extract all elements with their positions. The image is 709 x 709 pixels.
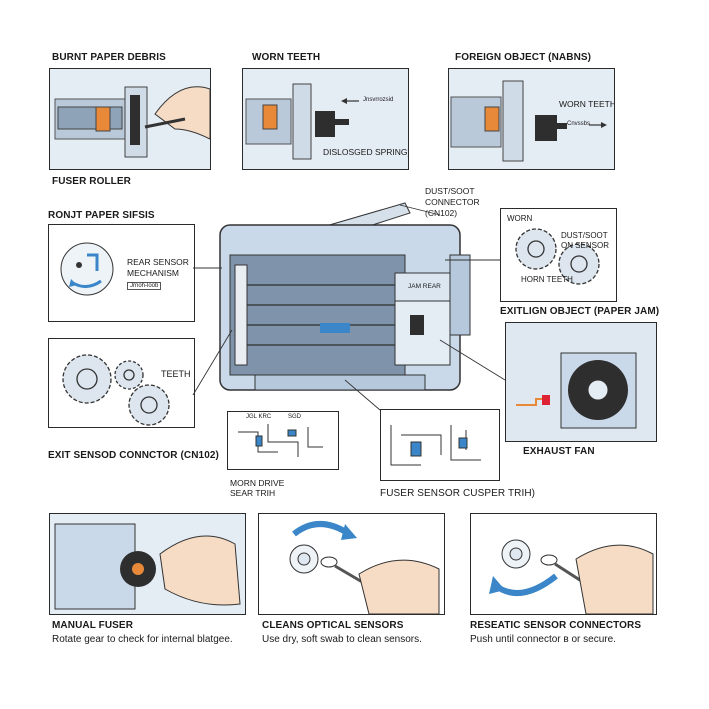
dust-callout: DUST/SOOT CONNECTOR (CN102) xyxy=(425,186,480,218)
rear-title: RONJT PAPER SIFSIS xyxy=(48,210,155,221)
schem-right-caption: FUSER SENSOR CUSPER TRIH) xyxy=(380,488,536,499)
right-gears-illustration xyxy=(515,228,600,285)
panel3-note: WORN TEETH xyxy=(559,99,615,109)
gear-box-worn: WORN xyxy=(507,214,533,223)
foreign-object-panel: WORN TEETH Cnvssbs xyxy=(448,68,615,170)
panel2-title: WORN TEETH xyxy=(252,52,321,63)
schem-left-caption: MORN DRIVE SEAR TRIH xyxy=(230,478,285,498)
exhaust-fan-illustration xyxy=(506,323,656,441)
schematic-left: JGL KRC SGD xyxy=(227,411,339,470)
bottom-title-1: MANUAL FUSER xyxy=(52,620,134,631)
gear-box-horn: HORN TEETH xyxy=(521,275,573,284)
gear-box-left: TEETH xyxy=(48,338,195,428)
worn-teeth-panel: Jnsvrrozsid DISLOSGED SPRING) xyxy=(242,68,409,170)
reseat-connector-illustration xyxy=(489,539,654,614)
printer-body xyxy=(219,202,471,391)
gear-teeth-label: TEETH xyxy=(161,369,191,379)
manual-fuser-panel xyxy=(49,513,246,615)
bottom-desc-3: Push until connector в or secure. xyxy=(470,634,616,645)
rear-sensor-box: REAR SENSOR MECHANISM Jrnoh-loob xyxy=(48,224,195,322)
panel2-arrow-text: Jnsvrrozsid xyxy=(363,97,394,103)
bottom-desc-1: Rotate gear to check for internal blatge… xyxy=(52,634,233,645)
clean-sensor-illustration xyxy=(289,521,440,614)
schematic-right-diagram xyxy=(390,425,481,466)
foreign-object-illustration xyxy=(449,69,614,169)
printer-illustration: JAM REAR xyxy=(200,195,480,395)
schematic-left-diagram xyxy=(238,424,323,457)
fan-caption: EXHAUST FAN xyxy=(523,446,595,457)
clean-sensor-panel xyxy=(258,513,445,615)
rear-sensor-illustration xyxy=(60,242,114,296)
bottom-title-3: RESEATIC SENSOR CONNECTORS xyxy=(470,620,642,631)
gear-box-right: WORN DUST/SOOT ON SENSOR HORN TEETH xyxy=(500,208,617,302)
fuser-roller-illustration xyxy=(50,69,210,169)
burnt-paper-panel xyxy=(49,68,211,170)
panel1-caption: FUSER ROLLER xyxy=(52,176,131,187)
schematic-right xyxy=(380,409,500,481)
panel3-title: FOREIGN OBJECT (NABNS) xyxy=(455,52,592,63)
reseat-connector-panel xyxy=(470,513,657,615)
manual-fuser-illustration xyxy=(50,514,245,614)
printer-screen-text: JAM REAR xyxy=(408,283,441,290)
bottom-title-2: CLEANS OPTICAL SENSORS xyxy=(262,620,404,631)
gear-box-dust: DUST/SOOT ON SENSOR xyxy=(561,231,610,250)
bottom-desc-2: Use dry, soft swab to clean sensors. xyxy=(262,634,422,645)
panel3-arrow-text: Cnvssbs xyxy=(567,121,591,127)
worn-teeth-illustration xyxy=(243,69,408,169)
schem-left-label-1: JGL KRC xyxy=(246,414,272,420)
panel2-note: DISLOSGED SPRING) xyxy=(323,147,409,157)
gears-illustration xyxy=(62,354,170,426)
rear-small-text: Jrnoh-loob xyxy=(127,282,162,290)
exhaust-fan-panel xyxy=(505,322,657,442)
rear-sensor-text: REAR SENSOR MECHANISM xyxy=(127,257,189,278)
exit-sensor-caption: EXIT SENSOD CONNCTOR (CN102) xyxy=(48,450,219,461)
schem-left-label-2: SGD xyxy=(288,414,302,420)
panel1-title: BURNT PAPER DEBRIS xyxy=(52,52,166,63)
exit-object-title: EXITLIGN OBJECT (PAPER JAM) xyxy=(500,306,660,317)
